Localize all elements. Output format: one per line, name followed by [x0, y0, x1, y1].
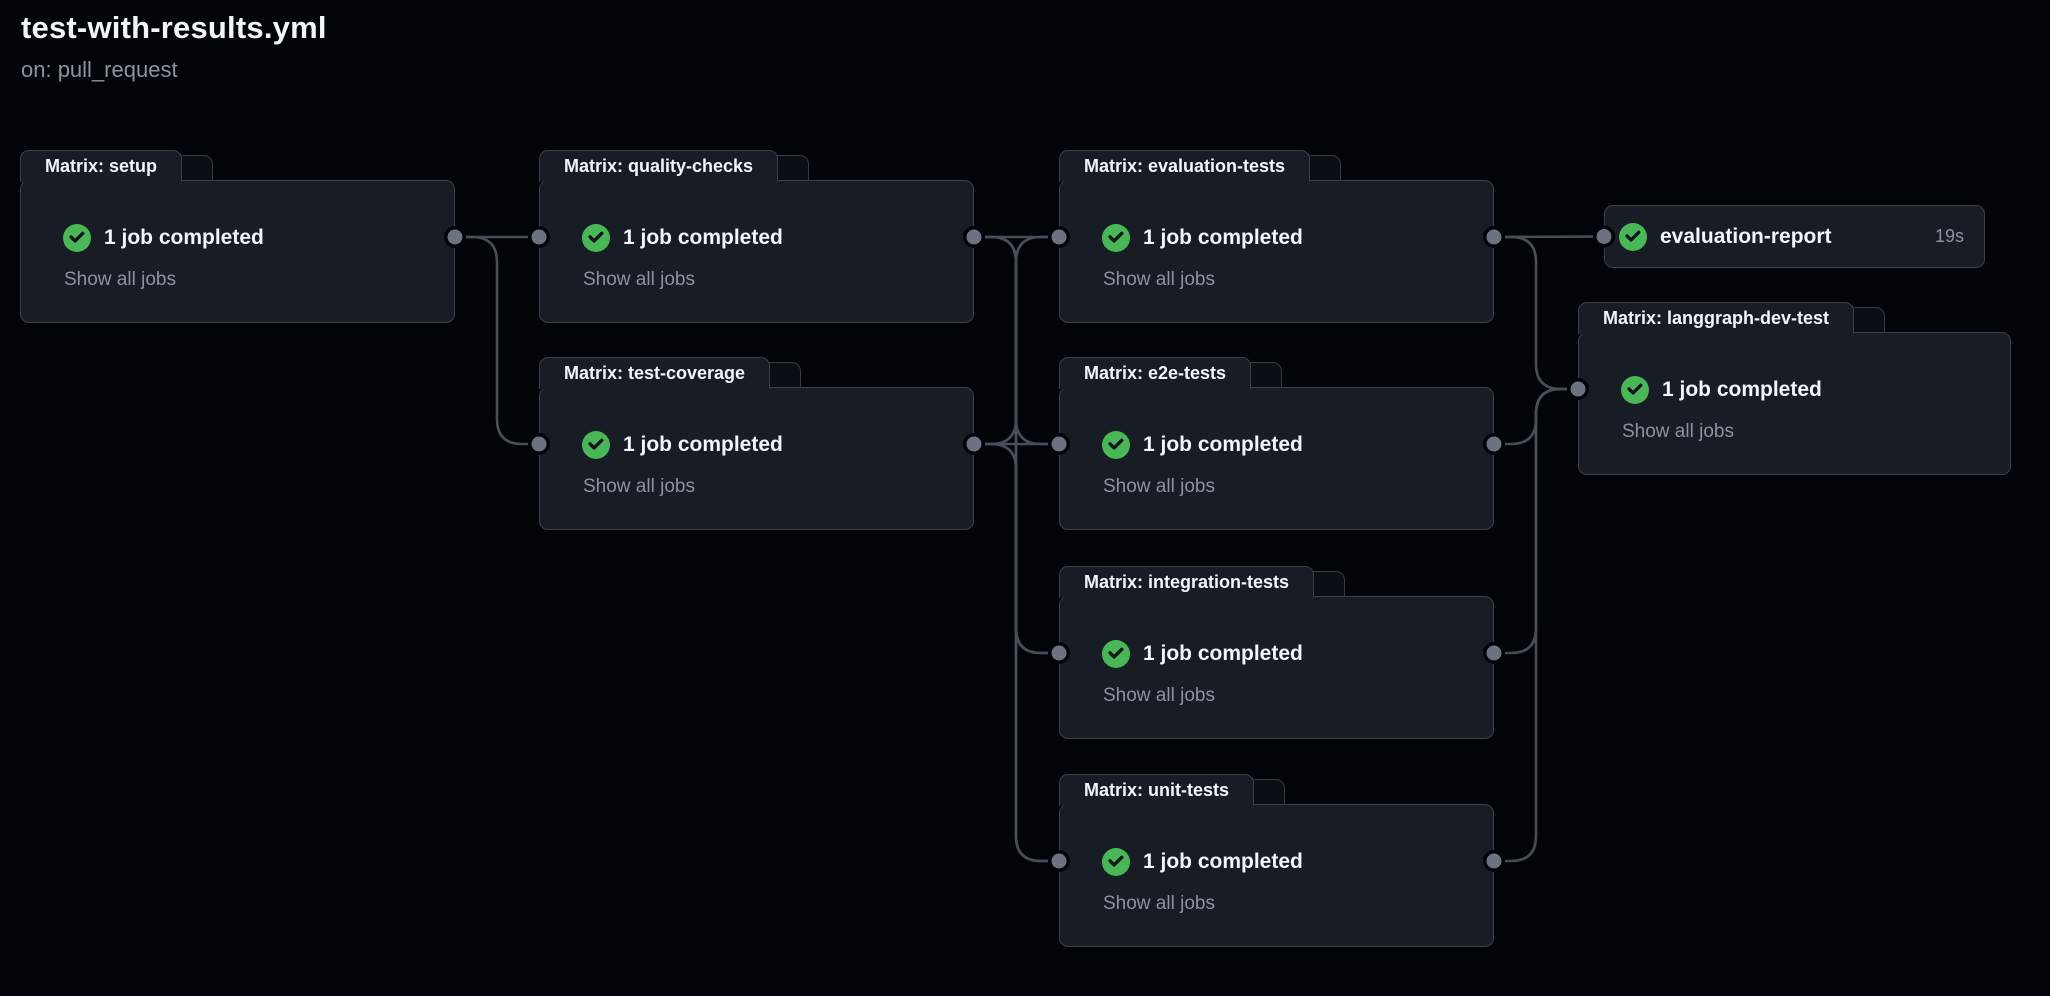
workflow-node-langgraph-dev-test[interactable]: Matrix: langgraph-dev-test 1 job complet…	[1578, 302, 2011, 475]
check-circle-icon	[1102, 640, 1130, 668]
job-status-text: 1 job completed	[1143, 226, 1303, 249]
matrix-tab: Matrix: evaluation-tests	[1059, 150, 1311, 182]
job-status-text: 1 job completed	[1143, 433, 1303, 456]
workflow-edge-evaluation-tests-to-evaluation-report	[1493, 235, 1605, 239]
job-status-row: 1 job completed	[1102, 224, 1303, 252]
check-circle-icon	[1621, 376, 1649, 404]
node-card[interactable]: 1 job completed Show all jobs	[20, 180, 455, 323]
matrix-stack-tab	[1246, 362, 1282, 388]
workflow-edge-quality-checks-to-e2e-tests	[974, 235, 1059, 446]
job-status-text: 1 job completed	[1662, 378, 1822, 401]
matrix-tab: Matrix: langgraph-dev-test	[1578, 302, 1855, 334]
job-status-row: 1 job completed	[1621, 376, 1822, 404]
job-row: evaluation-report 19s	[1605, 206, 1984, 267]
workflow-edge-test-coverage-to-unit-tests	[974, 442, 1059, 863]
matrix-stack-tab	[765, 362, 801, 388]
workflow-node-test-coverage[interactable]: Matrix: test-coverage 1 job completed Sh…	[539, 357, 974, 530]
job-status-row: 1 job completed	[582, 224, 783, 252]
matrix-stack-tab	[1305, 155, 1341, 181]
workflow-edge-unit-tests-to-langgraph-dev-test	[1494, 387, 1578, 863]
workflow-node-e2e-tests[interactable]: Matrix: e2e-tests 1 job completed Show a…	[1059, 357, 1494, 530]
check-circle-icon	[1102, 431, 1130, 459]
node-card[interactable]: 1 job completed Show all jobs	[539, 180, 974, 323]
show-all-jobs-link[interactable]: Show all jobs	[1103, 476, 1215, 497]
matrix-stack-tab	[773, 155, 809, 181]
workflow-file-name: test-with-results.yml	[21, 10, 327, 45]
matrix-tab: Matrix: setup	[20, 150, 183, 182]
workflow-edge-test-coverage-to-integration-tests	[974, 442, 1059, 655]
node-card[interactable]: 1 job completed Show all jobs	[1059, 387, 1494, 530]
workflow-trigger: on: pull_request	[21, 57, 178, 82]
check-circle-icon	[582, 431, 610, 459]
show-all-jobs-link[interactable]: Show all jobs	[583, 269, 695, 290]
matrix-tab: Matrix: integration-tests	[1059, 566, 1315, 598]
node-card[interactable]: 1 job completed Show all jobs	[539, 387, 974, 530]
show-all-jobs-link[interactable]: Show all jobs	[1103, 685, 1215, 706]
matrix-tab-label: Matrix: test-coverage	[564, 363, 746, 383]
job-status-row: 1 job completed	[582, 431, 783, 459]
matrix-tab: Matrix: e2e-tests	[1059, 357, 1252, 389]
job-status-text: 1 job completed	[623, 226, 783, 249]
workflow-edge-e2e-tests-to-langgraph-dev-test	[1494, 387, 1578, 446]
matrix-tab: Matrix: quality-checks	[539, 150, 779, 182]
workflow-edge-test-coverage-to-evaluation-tests	[974, 235, 1059, 446]
page-header: test-with-results.yml on: pull_request	[21, 10, 327, 83]
job-status-row: 1 job completed	[63, 224, 264, 252]
matrix-tab-label: Matrix: unit-tests	[1084, 780, 1230, 800]
check-circle-icon	[1619, 222, 1647, 251]
matrix-tab: Matrix: test-coverage	[539, 357, 771, 389]
matrix-tab-label: Matrix: integration-tests	[1084, 572, 1290, 592]
node-card[interactable]: 1 job completed Show all jobs	[1059, 180, 1494, 323]
check-circle-icon	[63, 224, 91, 252]
check-circle-icon	[582, 224, 610, 252]
check-circle-icon	[1102, 848, 1130, 876]
node-card[interactable]: evaluation-report 19s	[1604, 205, 1985, 268]
matrix-tab-label: Matrix: quality-checks	[564, 156, 754, 176]
show-all-jobs-link[interactable]: Show all jobs	[1103, 893, 1215, 914]
matrix-tab-label: Matrix: langgraph-dev-test	[1603, 308, 1830, 328]
matrix-stack-tab	[1849, 307, 1885, 333]
job-status-text: 1 job completed	[1143, 850, 1303, 873]
matrix-stack-tab	[1309, 571, 1345, 597]
job-status-row: 1 job completed	[1102, 431, 1303, 459]
show-all-jobs-link[interactable]: Show all jobs	[64, 269, 176, 290]
job-name: evaluation-report	[1660, 224, 1832, 248]
node-card[interactable]: 1 job completed Show all jobs	[1059, 804, 1494, 947]
matrix-stack-tab	[177, 155, 213, 181]
node-card[interactable]: 1 job completed Show all jobs	[1059, 596, 1494, 739]
workflow-edge-quality-checks-to-unit-tests	[974, 235, 1059, 863]
matrix-tab-label: Matrix: evaluation-tests	[1084, 156, 1286, 176]
job-duration: 19s	[1934, 226, 1964, 246]
workflow-edge-setup-to-test-coverage	[455, 235, 539, 446]
job-status-text: 1 job completed	[104, 226, 264, 249]
matrix-tab: Matrix: unit-tests	[1059, 774, 1255, 806]
workflow-edge-quality-checks-to-integration-tests	[974, 235, 1059, 655]
job-status-row: 1 job completed	[1102, 640, 1303, 668]
workflow-node-unit-tests[interactable]: Matrix: unit-tests 1 job completed Show …	[1059, 774, 1494, 947]
workflow-edge-integration-tests-to-langgraph-dev-test	[1494, 387, 1578, 655]
show-all-jobs-link[interactable]: Show all jobs	[1103, 269, 1215, 290]
matrix-tab-label: Matrix: e2e-tests	[1084, 363, 1227, 383]
matrix-stack-tab	[1249, 779, 1285, 805]
workflow-node-integration-tests[interactable]: Matrix: integration-tests 1 job complete…	[1059, 566, 1494, 739]
check-circle-icon	[1102, 224, 1130, 252]
matrix-tab-label: Matrix: setup	[45, 156, 158, 176]
show-all-jobs-link[interactable]: Show all jobs	[1622, 421, 1734, 442]
workflow-edge-evaluation-tests-to-langgraph-dev-test	[1494, 235, 1578, 391]
node-card[interactable]: 1 job completed Show all jobs	[1578, 332, 2011, 475]
workflow-node-setup[interactable]: Matrix: setup 1 job completed Show all j…	[20, 150, 455, 323]
job-status-text: 1 job completed	[1143, 642, 1303, 665]
show-all-jobs-link[interactable]: Show all jobs	[583, 476, 695, 497]
job-status-text: 1 job completed	[623, 433, 783, 456]
workflow-node-evaluation-tests[interactable]: Matrix: evaluation-tests 1 job completed…	[1059, 150, 1494, 323]
job-status-row: 1 job completed	[1102, 848, 1303, 876]
workflow-node-quality-checks[interactable]: Matrix: quality-checks 1 job completed S…	[539, 150, 974, 323]
